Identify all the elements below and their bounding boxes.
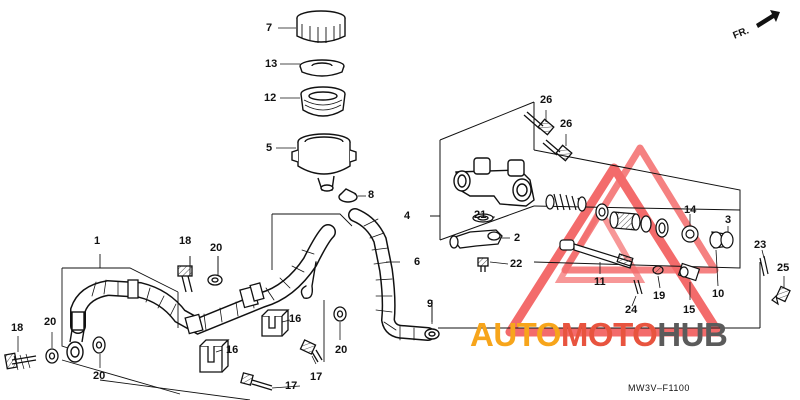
label-part-10: 10 (712, 288, 725, 300)
label-part-20-top: 20 (210, 242, 223, 254)
nut-19 (652, 265, 664, 275)
label-part-2: 2 (514, 232, 521, 244)
piston-kit (545, 193, 734, 249)
bolt-26 (523, 111, 573, 162)
label-part-16-left: 16 (226, 344, 239, 356)
label-part-26-top: 26 (540, 94, 553, 106)
joint-15 (677, 262, 701, 282)
banjo-fitting (66, 311, 85, 363)
screw-22 (477, 257, 489, 272)
label-part-12: 12 (264, 92, 277, 104)
reservoir-hose (348, 208, 435, 341)
label-part-6: 6 (414, 256, 421, 268)
master-cylinder-body (453, 157, 535, 207)
label-part-20-left: 20 (44, 316, 57, 328)
label-part-3: 3 (725, 214, 732, 226)
pin-23 (759, 255, 769, 277)
hose-clamp-16 (199, 309, 290, 373)
label-part-11: 11 (594, 276, 606, 288)
label-part-18-left: 18 (11, 322, 24, 334)
label-part-20-right: 20 (335, 344, 348, 356)
reservoir-diaphragm (300, 86, 346, 117)
bolt-25 (771, 285, 791, 306)
watermark-hub: HUB (657, 316, 728, 353)
master-cylinder-frame (430, 101, 761, 329)
label-part-24: 24 (625, 304, 638, 316)
label-part-21: 21 (474, 209, 487, 221)
front-direction-arrow (756, 10, 780, 28)
label-part-7: 7 (266, 22, 273, 34)
label-part-1: 1 (94, 235, 101, 247)
label-part-15: 15 (683, 304, 696, 316)
label-part-20-bottom: 20 (93, 370, 106, 382)
label-part-9: 9 (427, 298, 434, 310)
pin-24 (633, 279, 643, 295)
hose-clip (338, 188, 358, 203)
label-part-18-top: 18 (179, 235, 192, 247)
label-part-14: 14 (684, 204, 697, 216)
o-ring-21 (472, 213, 494, 223)
label-part-13: 13 (265, 58, 278, 70)
leader-lines (61, 213, 353, 400)
label-part-23: 23 (754, 239, 767, 251)
label-part-4: 4 (404, 210, 411, 222)
push-rod (559, 239, 634, 269)
label-part-19: 19 (653, 290, 666, 302)
hose-joint-2 (449, 229, 503, 249)
bolt-17 (240, 339, 323, 391)
label-part-26-right: 26 (560, 118, 573, 130)
label-part-25: 25 (777, 262, 790, 274)
callout-lines (17, 27, 785, 389)
watermark-logo: AUTOMOTOHUB (470, 316, 728, 353)
label-part-17-bottom: 17 (285, 380, 298, 392)
figure-code: MW3V–F1100 (628, 383, 690, 393)
watermark-auto: AUTO (470, 316, 561, 353)
reservoir-body (291, 133, 357, 192)
reservoir-plate (299, 59, 345, 77)
label-part-5: 5 (266, 142, 273, 154)
label-part-16-right: 16 (289, 313, 302, 325)
bolt-18-left (4, 352, 37, 371)
hose-end-clip (424, 328, 440, 340)
label-part-17-right: 17 (310, 371, 323, 383)
washers (45, 274, 347, 364)
label-part-8: 8 (368, 189, 375, 201)
reservoir-cap (296, 10, 346, 43)
hose-clamps (127, 279, 265, 335)
label-part-22: 22 (510, 258, 523, 270)
bolt-18-top (177, 265, 193, 293)
brake-hose (70, 224, 336, 335)
watermark-moto: MOTO (560, 316, 658, 353)
